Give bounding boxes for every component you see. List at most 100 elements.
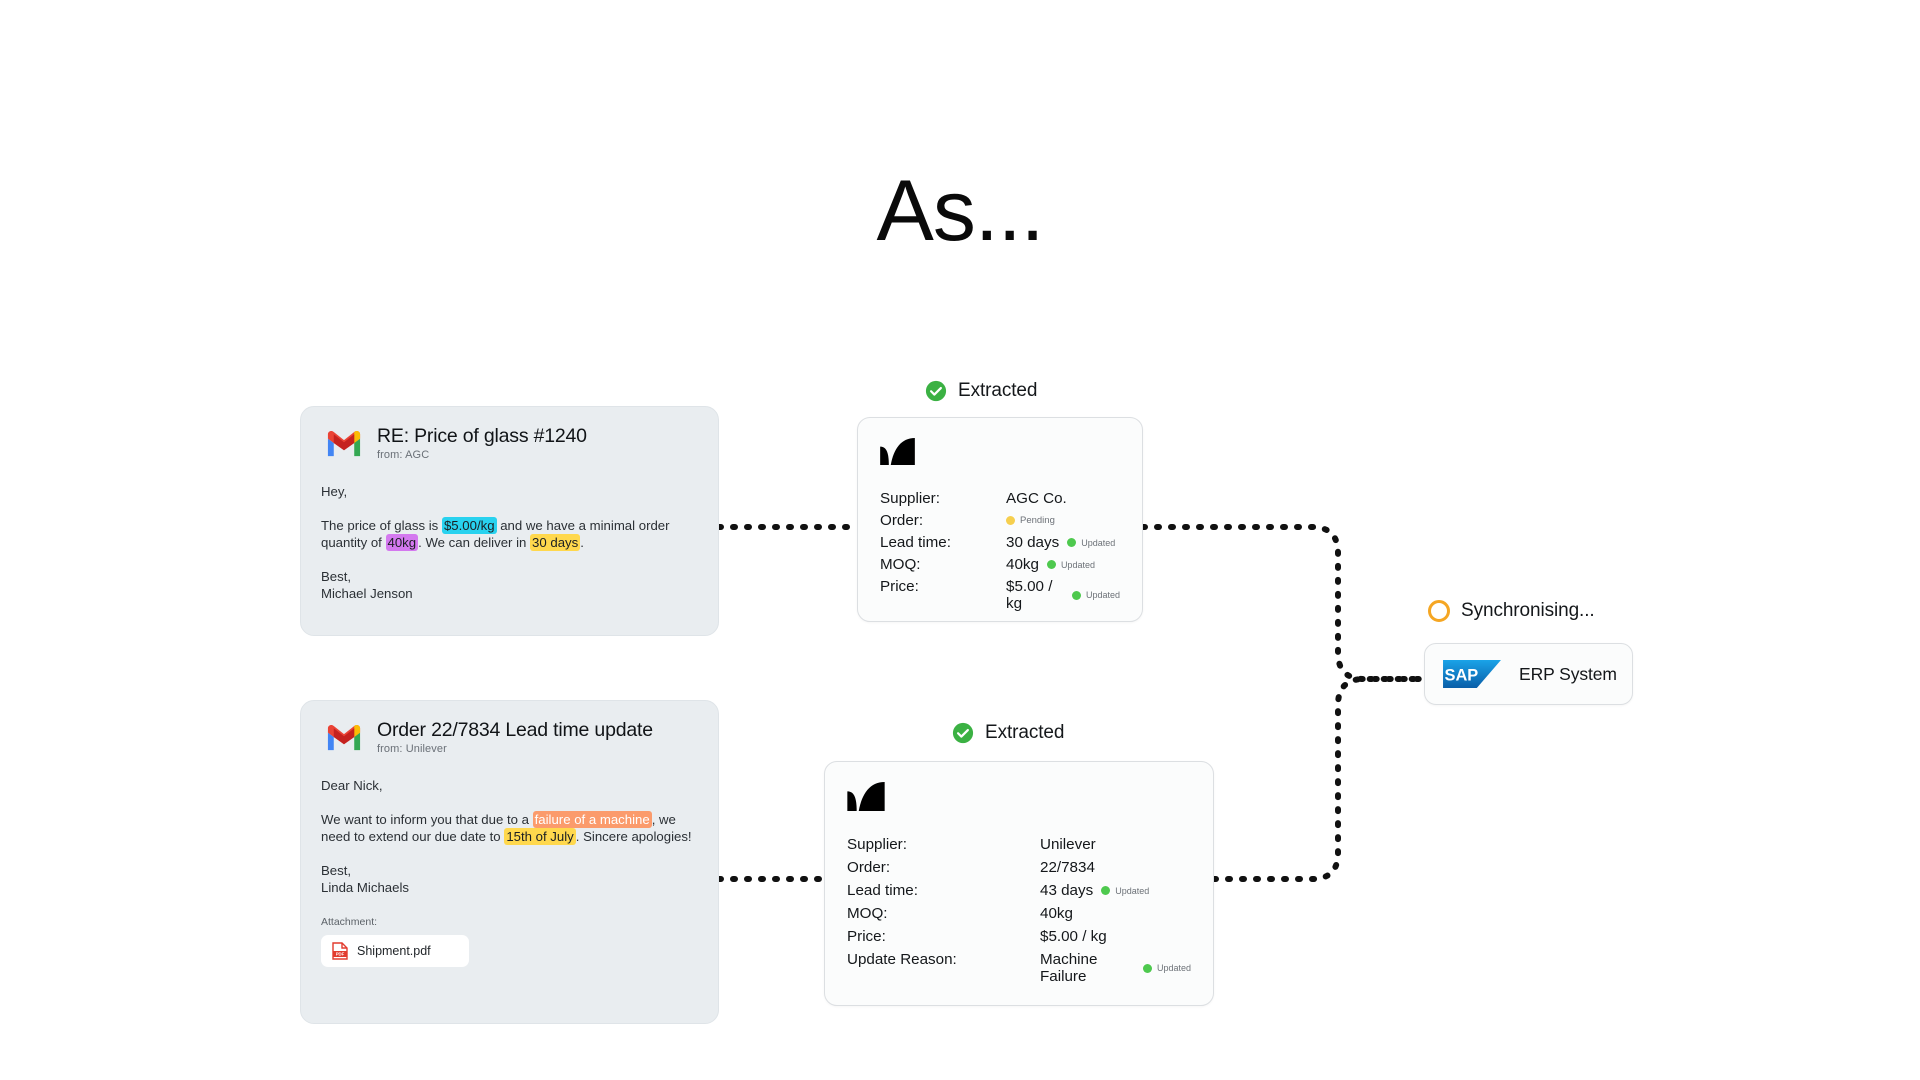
sender-name: Linda Michaels	[321, 879, 409, 895]
email-body: Hey, The price of glass is $5.00/kg and …	[321, 483, 698, 602]
status-text: Updated	[1081, 537, 1116, 548]
text-run: . Sincere apologies!	[575, 829, 692, 845]
field-value: 43 days Updated	[1040, 882, 1191, 899]
highlight-moq: 40kg	[385, 534, 419, 552]
svg-text:PDF: PDF	[336, 952, 345, 957]
erp-system-node[interactable]: SAP ERP System	[1424, 643, 1633, 705]
attachment-chip[interactable]: PDF Shipment.pdf	[321, 934, 469, 967]
svg-text:SAP: SAP	[1445, 666, 1479, 684]
signoff: Best,	[321, 862, 352, 878]
value-text: $5.00 / kg	[1040, 928, 1107, 945]
highlight-reason: failure of a machine	[532, 810, 652, 828]
connector-card2-erp	[1211, 676, 1427, 882]
field-key: Order:	[847, 859, 891, 876]
field-value: AGC Co.	[1006, 490, 1120, 507]
status-synchronising: Synchronising...	[1428, 600, 1595, 622]
email-header: RE: Price of glass #1240 from: AGC	[321, 425, 698, 461]
status-dot-icon	[1046, 560, 1056, 569]
attachment-name: Shipment.pdf	[357, 943, 431, 958]
email-card-unilever[interactable]: Order 22/7834 Lead time update from: Uni…	[300, 700, 719, 1024]
field-key: Supplier:	[880, 490, 940, 507]
field-value: 40kg Updated	[1006, 556, 1120, 573]
supplier-mark-icon	[880, 438, 915, 465]
check-circle-icon	[925, 380, 947, 402]
field-value: Pending	[1006, 515, 1120, 526]
status-dot-icon	[1071, 590, 1081, 600]
status-badge: Updated	[1046, 559, 1095, 570]
email-subject: RE: Price of glass #1240	[377, 425, 587, 447]
status-badge: Updated	[1071, 590, 1120, 600]
status-badge: Updated	[1101, 886, 1149, 896]
check-circle-icon	[952, 722, 974, 744]
email-card-agc[interactable]: RE: Price of glass #1240 from: AGC Hey, …	[300, 406, 719, 636]
page-title: As...	[876, 163, 1044, 259]
highlight-price: $5.00/kg	[441, 516, 497, 534]
field-key: MOQ:	[880, 556, 921, 573]
status-text: Pending	[1020, 515, 1055, 526]
email-signature: Best, Linda Michaels	[321, 862, 698, 896]
text-run: . We can deliver in	[418, 535, 531, 551]
status-label: Synchronising...	[1461, 600, 1595, 621]
status-text: Updated	[1060, 559, 1095, 570]
status-dot-icon	[1142, 963, 1152, 973]
value-text: 22/7834	[1040, 859, 1095, 876]
status-text: Updated	[1115, 885, 1150, 896]
email-subject: Order 22/7834 Lead time update	[377, 719, 653, 741]
extracted-card-unilever[interactable]: Supplier: Unilever Order: 22/7834 Lead t…	[824, 761, 1214, 1006]
email-paragraph: The price of glass is $5.00/kg and we ha…	[321, 516, 698, 552]
highlight-date: 15th of July	[504, 828, 576, 846]
field-key: MOQ:	[847, 905, 888, 922]
field-key: Order:	[880, 512, 924, 529]
email-sender: from: AGC	[377, 449, 430, 461]
sender-name: Michael Jenson	[321, 585, 413, 601]
value-text: 30 days	[1006, 534, 1060, 551]
status-label: Extracted	[985, 722, 1065, 743]
text-run: , we need to extend our due date to	[321, 811, 676, 845]
extracted-fields: Supplier: AGC Co. Order: Pending Lead ti…	[880, 490, 1120, 612]
extracted-card-agc[interactable]: Supplier: AGC Co. Order: Pending Lead ti…	[857, 417, 1143, 622]
extracted-fields: Supplier: Unilever Order: 22/7834 Lead t…	[847, 836, 1191, 985]
pdf-file-icon: PDF	[332, 942, 348, 960]
field-value: Unilever	[1040, 836, 1191, 853]
field-value: $5.00 / kg Updated	[1006, 578, 1120, 612]
value-text: AGC Co.	[1006, 490, 1067, 507]
field-value: 40kg	[1040, 905, 1191, 922]
signoff: Best,	[321, 568, 352, 584]
field-key: Price:	[880, 578, 919, 595]
field-value: 30 days Updated	[1006, 534, 1120, 551]
email-body: Dear Nick, We want to inform you that du…	[321, 777, 698, 896]
highlight-leadtime: 30 days	[530, 534, 581, 552]
attachment-label: Attachment:	[321, 915, 378, 928]
status-badge: Updated	[1067, 538, 1115, 548]
text-run: and we have a minimal order quantity of	[321, 517, 670, 551]
gmail-icon	[327, 430, 361, 457]
value-text: 40kg	[1040, 905, 1073, 922]
status-extracted-2: Extracted	[952, 722, 1064, 744]
text-run: .	[580, 535, 584, 551]
erp-label: ERP System	[1519, 663, 1617, 684]
status-dot-icon	[1067, 538, 1077, 547]
sap-logo-icon: SAP	[1443, 660, 1501, 688]
gmail-icon	[327, 724, 361, 751]
field-value: 22/7834	[1040, 859, 1191, 876]
status-extracted-1: Extracted	[925, 380, 1037, 402]
field-value: $5.00 / kg	[1040, 928, 1191, 945]
supplier-mark-icon	[847, 782, 885, 811]
field-key: Update Reason:	[847, 951, 957, 968]
status-dot-icon	[1101, 886, 1111, 895]
email-greeting: Dear Nick,	[321, 778, 383, 793]
connector-card1-erp	[1140, 524, 1427, 682]
email-header: Order 22/7834 Lead time update from: Uni…	[321, 719, 698, 755]
email-greeting: Hey,	[321, 484, 348, 499]
field-key: Price:	[847, 928, 886, 945]
email-sender: from: Unilever	[377, 743, 447, 755]
status-badge: Pending	[1006, 515, 1055, 526]
spinner-icon	[1428, 600, 1450, 622]
email-signature: Best, Michael Jenson	[321, 568, 698, 602]
field-key: Supplier:	[847, 836, 907, 853]
value-text: Machine Failure	[1040, 951, 1098, 985]
field-key: Lead time:	[880, 534, 951, 551]
value-text: 40kg	[1006, 556, 1039, 573]
